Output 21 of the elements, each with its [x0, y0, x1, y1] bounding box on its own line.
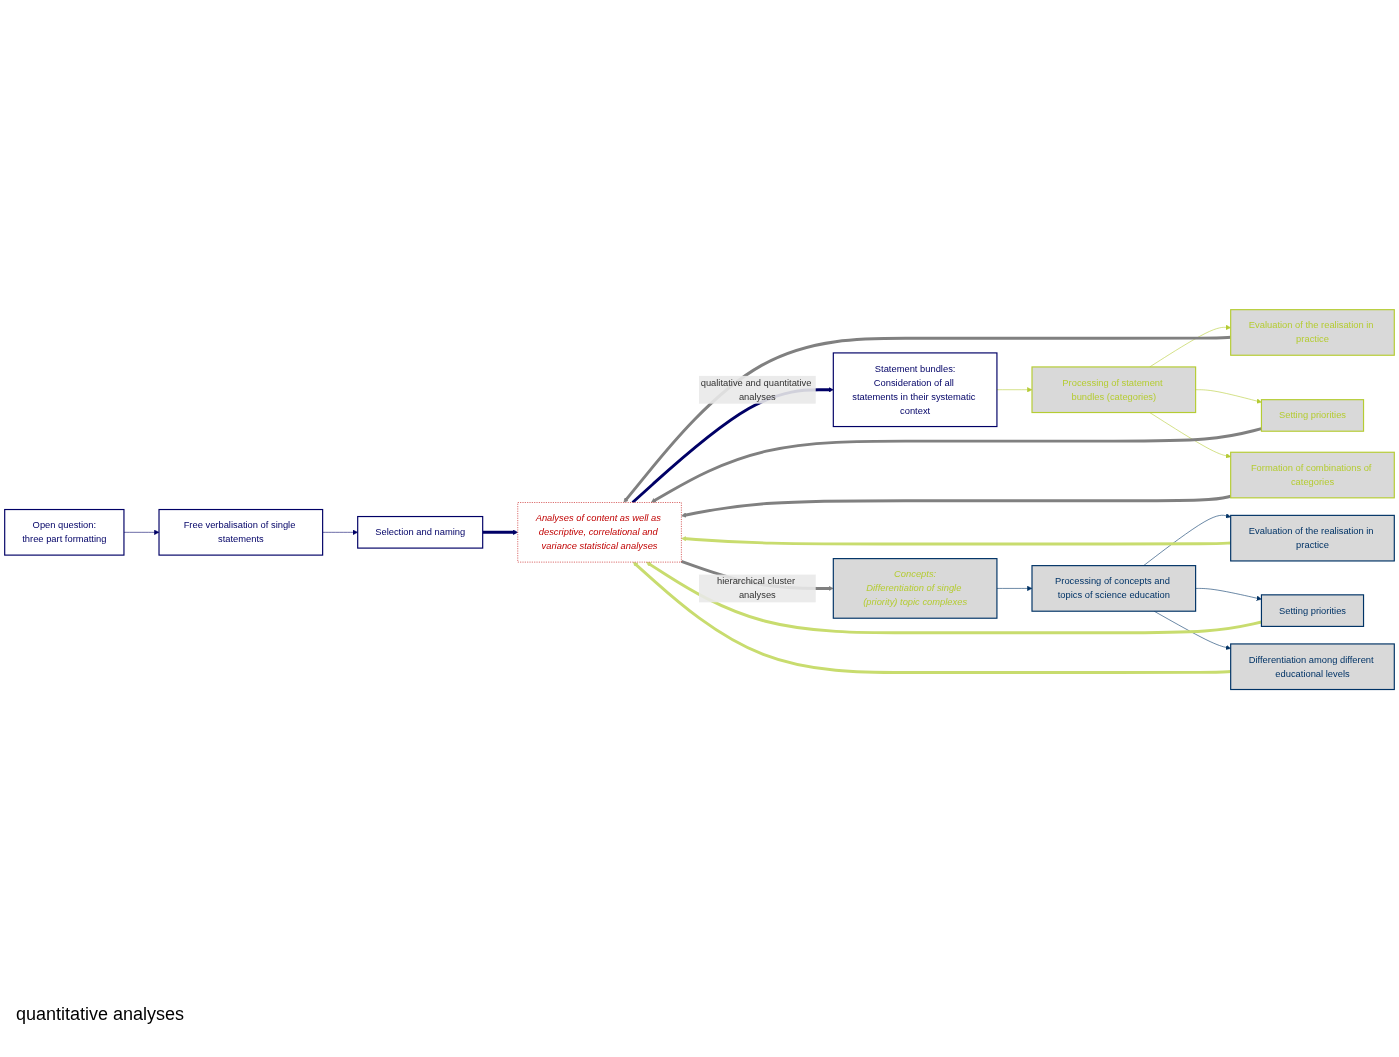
node-box: Statement bundles: Consideration of all statements in their systematic context — [832, 352, 998, 428]
node-box: Setting priorities — [1260, 594, 1365, 628]
node-box: Differentiation among different educational levels — [1230, 643, 1395, 691]
node-box: Setting priorities — [1260, 399, 1365, 433]
node-box: Open question: three part formatting — [4, 509, 125, 557]
node-box: Free verbalisation of single statements — [158, 509, 324, 557]
arrow — [482, 530, 518, 536]
edge-label: qualitative and quantitative analyses — [700, 377, 812, 402]
edge-note: quantitative analyses — [16, 1004, 186, 1025]
node-box: Selection and naming — [357, 516, 484, 550]
arrow — [650, 427, 1262, 504]
node-box: Formation of combinations of categories — [1230, 452, 1395, 499]
node-box: Processing of concepts and topics of science education — [1031, 565, 1197, 613]
edge-label: hierarchical cluster analyses — [717, 576, 796, 601]
node-box: Processing of statement bundles (categories) — [1031, 366, 1197, 414]
arrow — [681, 495, 1232, 518]
node-box: Concepts: Differentiation of single (priority) topic complexes — [832, 558, 998, 620]
node-box: Analyses of content as well as descriptive, correlational and variance statistical analyses — [517, 502, 682, 563]
node-box: Evaluation of the realisation in practice — [1230, 309, 1395, 357]
node-box: Evaluation of the realisation in practice — [1230, 515, 1395, 562]
arrow — [681, 536, 1231, 546]
